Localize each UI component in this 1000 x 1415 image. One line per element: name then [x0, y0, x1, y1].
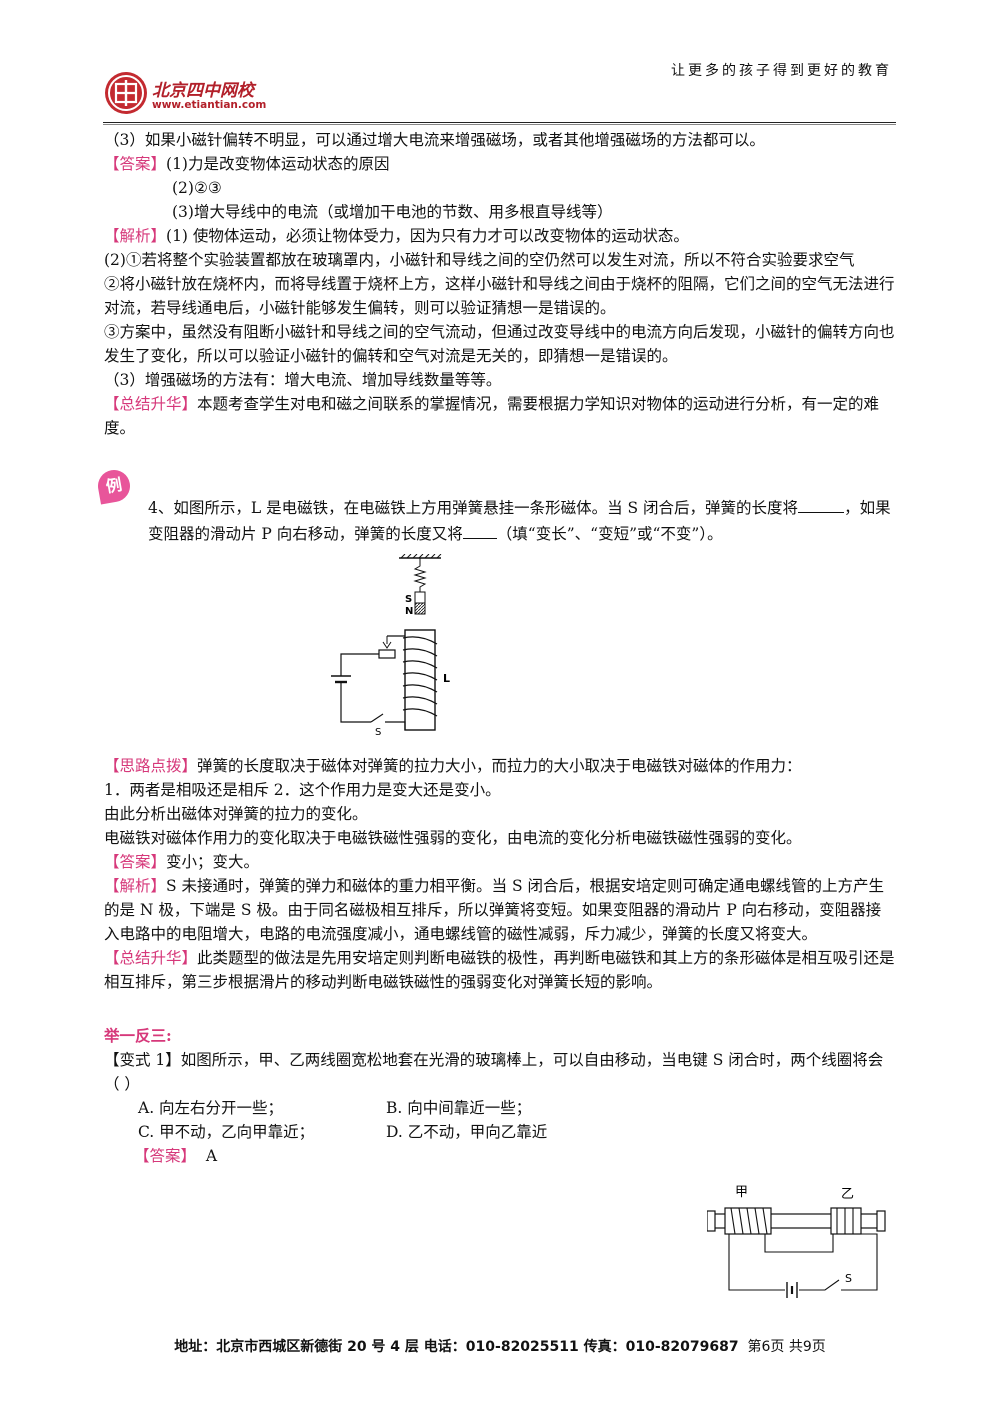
footer-page-number: 第6页 共9页	[747, 1339, 826, 1355]
answer-blank-2	[462, 520, 497, 539]
example-question: 4、如图所示，L 是电磁铁，在电磁铁上方用弹簧悬挂一条形磁体。当 S 闭合后，弹…	[104, 494, 896, 546]
variant-heading: 举一反三:	[104, 1026, 172, 1045]
hint-line-4: 电磁铁对磁体作用力的变化取决于电磁铁磁性强弱的变化，由电流的变化分析电磁铁磁性强…	[104, 829, 802, 847]
footer-address: 地址：北京市西城区新德街 20 号 4 层 电话：010-82025511 传真…	[174, 1339, 739, 1355]
example-analysis: 【解析】S 未接通时，弹簧的弹力和磁体的重力相平衡。当 S 闭合后，根据安培定则…	[104, 874, 896, 946]
prev-analysis-4: ③方案中，虽然没有阻断小磁针和导线之间的空气流动，但通过改变导线中的电流方向后发…	[104, 323, 895, 365]
header-divider	[103, 122, 896, 123]
answer-text: A	[205, 1147, 218, 1165]
page-footer: 地址：北京市西城区新德街 20 号 4 层 电话：010-82025511 传真…	[0, 1336, 1000, 1356]
header-divider-thin	[103, 124, 896, 125]
option-b: B. 向中间靠近一些；	[386, 1099, 532, 1117]
answer-blank-1	[798, 494, 845, 513]
answer-text-1: (1)力是改变物体运动状态的原因	[166, 155, 390, 173]
label-switch-s: S	[375, 727, 381, 736]
prev-answer-2: (2)②③	[172, 179, 222, 197]
wire-top	[340, 653, 379, 676]
prev-analysis-3: ②将小磁针放在烧杯内，而将导线置于烧杯上方，这样小磁针和导线之间由于烧杯的阻隔，…	[104, 275, 895, 317]
example-summary: 【总结升华】此类题型的做法是先用安培定则判断电磁铁的极性，再判断电磁铁和其上方的…	[104, 946, 896, 994]
coils-on-glass-rod-figure: 甲 乙 S	[707, 1185, 886, 1298]
electromagnet-core	[404, 629, 436, 731]
header-slogan: 让更多的孩子得到更好的教育	[671, 63, 892, 79]
rod-end-left	[707, 1210, 716, 1232]
label-coil-yi: 乙	[841, 1187, 854, 1202]
slider-arrow-icon	[382, 641, 392, 649]
spring	[413, 558, 427, 592]
question-part-2: ，如果变阻器的滑动片 P 向右移动，弹簧的长度又将	[148, 499, 891, 543]
example-answer: 【答案】变小；变大。	[104, 850, 896, 874]
prev-analysis-2: (2)①若将整个实验装置都放在玻璃罩内，小磁针和导线之间的空仍然可以发生对流，所…	[104, 251, 855, 269]
analysis-tag: 【解析】	[104, 227, 167, 245]
option-d: D. 乙不动，甲向乙靠近	[386, 1123, 548, 1141]
summary-tag: 【总结升华】	[104, 395, 198, 413]
hint-line-3: 由此分析出磁体对弹簧的拉力的变化。	[104, 805, 368, 823]
magnet-n-half	[414, 602, 426, 615]
hint-line-2: 1．两者是相吸还是相斥 2．这个作用力是变大还是变小。	[104, 781, 501, 799]
prev-answer-3: (3)增大导线中的电流（或增加干电池的节数、用多根直导线等）	[172, 203, 613, 221]
coil-windings	[402, 636, 438, 717]
ceiling-hatch	[400, 554, 442, 559]
school-logo-icon	[105, 72, 147, 114]
switch-blade	[799, 1279, 840, 1291]
prev-item3: （3）如果小磁针偏转不明显，可以通过增大电流来增强磁场，或者其他增强磁场的方法都…	[104, 131, 765, 149]
summary-text: 本题考查学生对电和磁之间联系的掌握情况，需要根据力学知识对物体的运动进行分析，有…	[104, 395, 880, 437]
answer-tag: 【答案】	[104, 155, 167, 173]
wire-between-coils	[764, 1234, 834, 1253]
logo-name: 北京四中网校	[152, 81, 254, 101]
variant-question: 【变式 1】如图所示，甲、乙两线圈宽松地套在光滑的玻璃棒上，可以自由移动，当电键…	[104, 1048, 896, 1096]
option-c: C. 甲不动，乙向甲靠近；	[138, 1123, 315, 1141]
coil-yi-windings	[836, 1208, 854, 1234]
label-n-pole: N	[405, 606, 413, 617]
analysis-text-1: (1) 使物体运动，必须让物体受力，因为只有力才可以改变物体的运动状态。	[166, 227, 689, 245]
analysis-text: S 未接通时，弹簧的弹力和磁体的重力相平衡。当 S 闭合后，根据安培定则可确定通…	[104, 877, 885, 943]
coil-jia-windings	[730, 1207, 768, 1235]
variant-options: A. 向左右分开一些； B. 向中间靠近一些； C. 甲不动，乙向甲靠近； D.…	[104, 1096, 896, 1144]
question-part-1: 4、如图所示，L 是电磁铁，在电磁铁上方用弹簧悬挂一条形磁体。当 S 闭合后，弹…	[148, 499, 799, 517]
option-a: A. 向左右分开一些；	[138, 1099, 284, 1117]
logo-url: www.etiantian.com	[152, 99, 267, 111]
summary-tag: 【总结升华】	[104, 949, 198, 967]
prev-answer-line-1: 【答案】(1)力是改变物体运动状态的原因	[104, 152, 896, 176]
prev-analysis-5: （3）增强磁场的方法有：增大电流、增加导线数量等等。	[104, 371, 502, 389]
summary-text: 此类题型的做法是先用安培定则判断电磁铁的极性，再判断电磁铁和其上方的条形磁体是相…	[104, 949, 895, 991]
label-coil-jia: 甲	[735, 1185, 748, 1200]
label-s-pole: S	[405, 594, 412, 605]
label-coil-l: L	[443, 672, 450, 685]
example-4: 例 4、如图所示，L 是电磁铁，在电磁铁上方用弹簧悬挂一条形磁体。当 S 闭合后…	[95, 467, 896, 994]
hint-text-1: 弹簧的长度取决于磁体对弹簧的拉力大小，而拉力的大小取决于电磁铁对磁体的作用力：	[197, 757, 802, 775]
wire-bottom	[340, 682, 371, 723]
hint-tag: 【思路点拨】	[104, 757, 198, 775]
analysis-tag: 【解析】	[104, 877, 167, 895]
label-switch-s: S	[845, 1272, 852, 1285]
coil-yi	[830, 1207, 862, 1235]
answer-tag: 【答案】	[104, 853, 167, 871]
variant-answer: 【答案】 A	[104, 1144, 896, 1168]
switch-blade	[370, 713, 384, 723]
wire-left	[728, 1234, 785, 1291]
electromagnet-circuit-figure: S N L S	[331, 554, 450, 736]
question-part-3: （填“变长”、“变短”或“不变”）。	[496, 525, 723, 543]
answer-text: 变小；变大。	[166, 853, 260, 871]
answer-tag: 【答案】	[134, 1147, 197, 1165]
prev-analysis-1: 【解析】(1) 使物体运动，必须让物体受力，因为只有力才可以改变物体的运动状态。	[104, 224, 896, 248]
document-body: （3）如果小磁针偏转不明显，可以通过增大电流来增强磁场，或者其他增强磁场的方法都…	[95, 128, 896, 1168]
rod-end-right	[876, 1210, 886, 1232]
rheostat	[378, 649, 396, 659]
example-badge-icon: 例	[95, 467, 133, 505]
variant-question-text: 如图所示，甲、乙两线圈宽松地套在光滑的玻璃棒上，可以自由移动，当电键 S 闭合时…	[104, 1051, 884, 1093]
wire-right	[841, 1233, 878, 1291]
variant-tag: 【变式 1】	[104, 1051, 181, 1069]
variant-section: 举一反三: 【变式 1】如图所示，甲、乙两线圈宽松地套在光滑的玻璃棒上，可以自由…	[104, 1024, 896, 1168]
hint-line-1: 【思路点拨】弹簧的长度取决于磁体对弹簧的拉力大小，而拉力的大小取决于电磁铁对磁体…	[104, 754, 896, 778]
prev-summary: 【总结升华】本题考查学生对电和磁之间联系的掌握情况，需要根据力学知识对物体的运动…	[104, 392, 896, 440]
